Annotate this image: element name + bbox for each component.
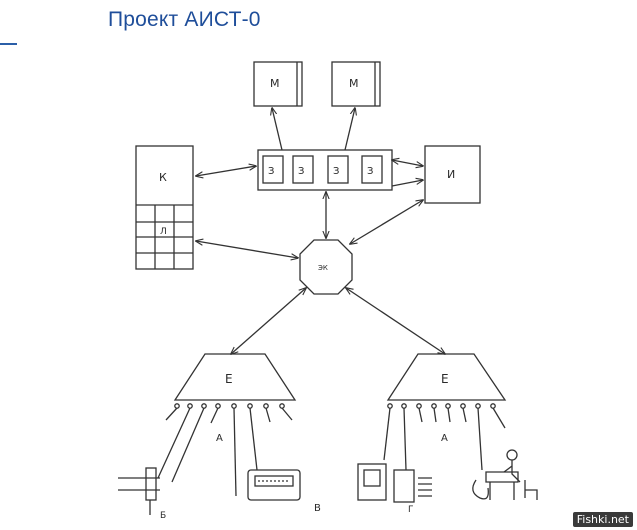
memory-block-2 (331, 61, 381, 107)
device-g-sketch (357, 463, 432, 503)
line-left-label: А (216, 433, 223, 444)
concentrator-right-label: Е (441, 372, 449, 386)
memory-1-label: М (270, 77, 280, 90)
keyboard-sub-label: Л (160, 227, 167, 237)
operator-sketch (472, 449, 538, 500)
device-v-sketch (247, 469, 301, 501)
core-label: ЭК (318, 264, 328, 272)
page-title: Проект АИСТ-0 (108, 8, 261, 31)
switch-2-label: З (298, 166, 304, 177)
core-processor (299, 239, 353, 295)
switch-4-label: З (367, 166, 373, 177)
device-g-label: Г (408, 505, 414, 515)
device-b-sketch (118, 467, 160, 515)
output-label: И (447, 168, 455, 181)
watermark: Fishki.net (572, 512, 633, 527)
memory-block-1 (253, 61, 303, 107)
output-unit (424, 145, 481, 204)
keyboard-label: К (159, 171, 167, 184)
concentrator-right (386, 353, 507, 401)
memory-2-label: М (349, 77, 359, 90)
device-b-label: Б (160, 511, 166, 521)
switch-1-label: З (268, 166, 274, 177)
connection-arrows (196, 108, 445, 354)
switch-3-label: З (333, 166, 339, 177)
title-rule (0, 43, 17, 45)
switch-block (257, 149, 393, 191)
lines-right (383, 403, 506, 471)
concentrator-left (173, 353, 297, 401)
device-v-label: В (314, 503, 321, 514)
line-right-label: А (441, 433, 448, 444)
lines-left (157, 403, 293, 497)
keyboard-unit (135, 145, 194, 270)
concentrator-left-label: Е (225, 372, 233, 386)
